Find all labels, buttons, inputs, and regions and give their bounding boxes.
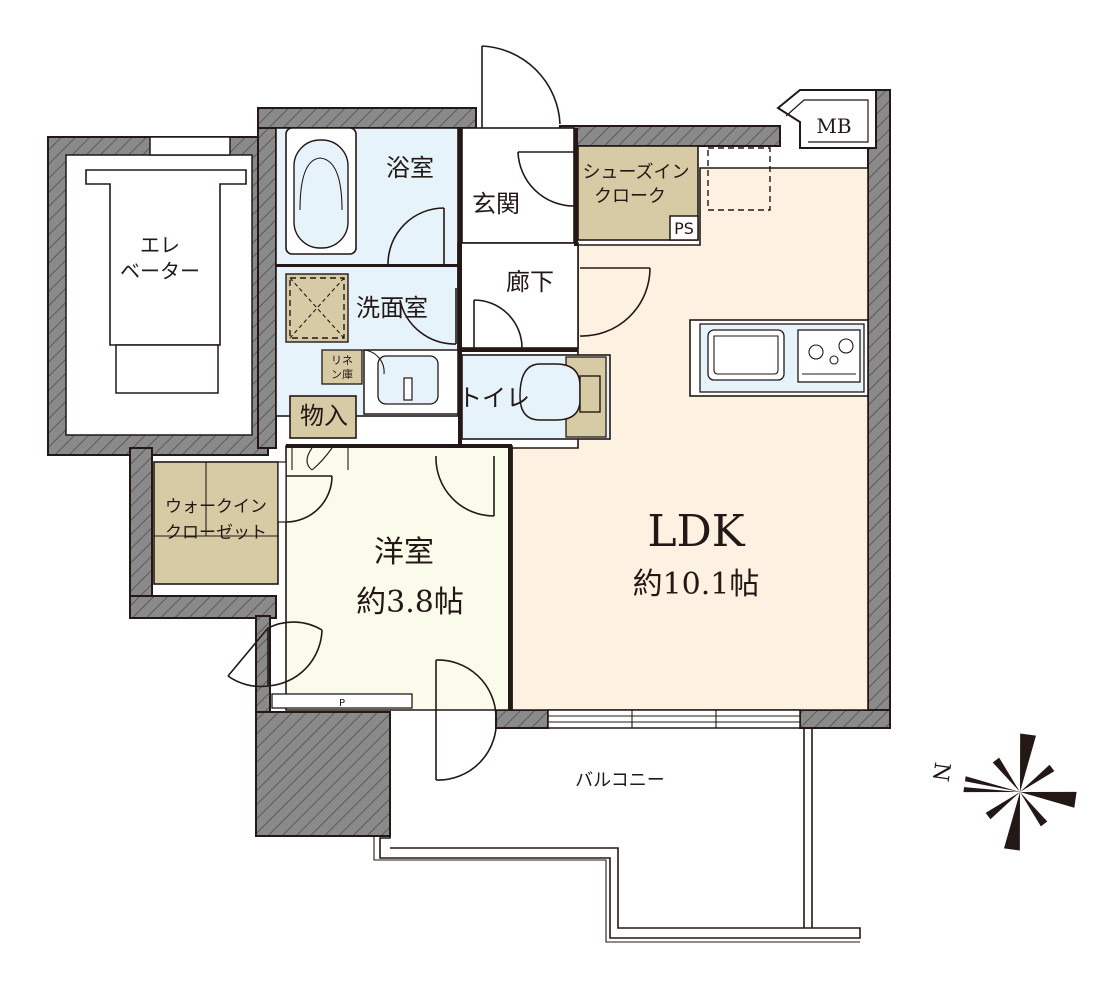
bath-label: 浴室: [386, 154, 434, 182]
interior-walls: [276, 128, 578, 710]
entrance-floor: [461, 127, 575, 244]
ldk-area: 約10.1帖: [633, 567, 760, 602]
outer-walls: [129, 89, 891, 837]
shoes-closet-label-2: クローク: [594, 186, 666, 207]
walk-in-closet-label-2: クローゼット: [165, 523, 267, 543]
walk-in-closet-floor: [153, 461, 279, 585]
balcony-label: バルコニー: [575, 770, 665, 791]
stove-icon: [797, 329, 861, 383]
linen-closet-floor: [321, 349, 363, 385]
elevator-shaft: エレ ベーター: [47, 136, 269, 456]
storage-floor: [289, 395, 357, 439]
western-room-floor: [285, 445, 513, 711]
mb-box: MB: [776, 89, 877, 149]
balcony: [373, 728, 861, 943]
front-door: [481, 45, 561, 128]
walk-in-closet-label-1: ウォークイン: [165, 497, 267, 517]
compass-rose-icon: N: [927, 733, 1077, 851]
bathtub-icon: [285, 127, 357, 255]
p-label: P: [339, 698, 345, 709]
ldk-window: [547, 709, 801, 729]
washer-space: [285, 273, 349, 343]
kitchen-counter: [689, 319, 869, 397]
ldk-label: LDK: [647, 506, 745, 557]
washroom-label: 洗面室: [356, 294, 428, 322]
storage-label: 物入: [300, 402, 348, 430]
toilet-icon: [519, 363, 601, 421]
linen-label-1: リネ: [331, 354, 353, 367]
elevator-label-1: エレ: [140, 233, 180, 257]
linen-label-2: ン庫: [331, 367, 353, 381]
entrance-label: 玄関: [472, 190, 520, 218]
shoes-closet-label-1: シューズイン: [582, 162, 689, 183]
kitchen-sink-icon: [707, 329, 785, 381]
ps-label: PS: [674, 219, 694, 238]
compass-n-label: N: [927, 761, 954, 784]
mb-label: MB: [816, 114, 851, 138]
corridor-label: 廊下: [506, 268, 554, 296]
elevator-label-2: ベーター: [120, 259, 200, 283]
western-room-area: 約3.8帖: [356, 585, 464, 620]
western-room-label: 洋室: [374, 535, 434, 570]
toilet-label: トイレ: [458, 384, 530, 412]
sink-icon: [363, 349, 459, 415]
